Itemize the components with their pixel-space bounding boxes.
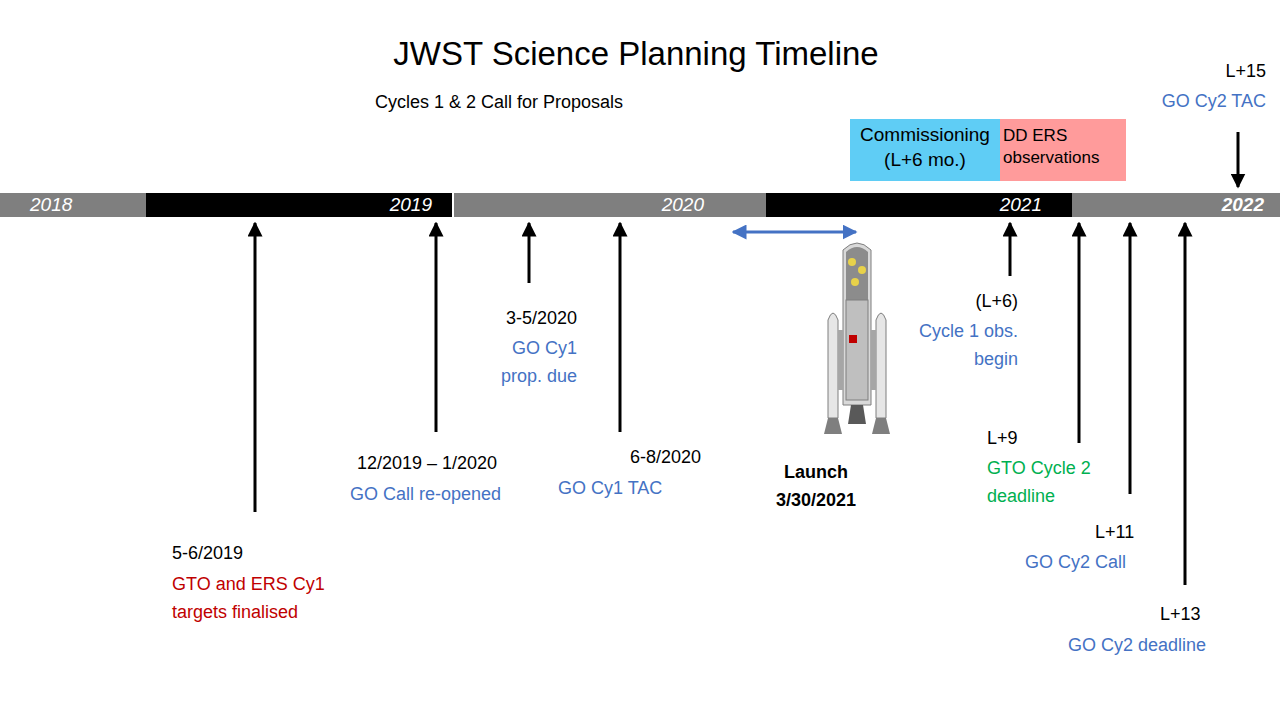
milestone-name: GTO Cycle 2 deadline <box>987 455 1112 511</box>
milestone-name: Cycle 1 obs. begin <box>893 318 1018 374</box>
year-band: 2018 <box>0 193 146 217</box>
milestone-name: GO Cy2 TAC <box>1126 88 1266 116</box>
diagram-title: JWST Science Planning Timeline <box>0 34 1272 74</box>
milestone-name: GO Call re-opened <box>350 481 550 509</box>
milestone-time: 3-5/2020 <box>477 305 577 333</box>
milestone-name: GO Cy1 prop. due <box>487 335 577 391</box>
milestone-time: 12/2019 – 1/2020 <box>357 450 547 478</box>
year-label: 2018 <box>30 193 146 217</box>
milestone-time: L+11 <box>1095 519 1155 547</box>
phase-box: Commissioning (L+6 mo.) <box>850 119 1000 181</box>
launch-window-arrow <box>733 231 856 234</box>
milestone-time: L+9 <box>987 425 1047 453</box>
year-band: 2019 <box>146 193 452 217</box>
year-label: 2022 <box>1072 193 1264 217</box>
year-band: 2022 <box>1072 193 1280 217</box>
milestone-time: 5-6/2019 <box>172 540 272 568</box>
milestone-time: (L+6) <box>938 288 1018 316</box>
milestone-time: L+13 <box>1160 601 1220 629</box>
launch-label: Launch 3/30/2021 <box>766 459 866 515</box>
rocket-illustration <box>824 243 890 434</box>
milestone-name: GO Cy2 Call <box>1025 549 1155 577</box>
phase-box: DD ERS observations <box>1000 119 1126 181</box>
milestone-time: L+15 <box>1186 58 1266 86</box>
year-band: 2021 <box>766 193 1072 217</box>
year-label: 2021 <box>766 193 1042 217</box>
year-label: 2019 <box>146 193 432 217</box>
milestone-name: GO Cy1 TAC <box>558 475 698 503</box>
phase-label: DD ERS observations <box>1003 125 1123 169</box>
year-band: 2020 <box>454 193 766 217</box>
milestone-name: GO Cy2 deadline <box>1026 632 1206 660</box>
milestone-name: GTO and ERS Cy1 targets finalised <box>172 571 340 627</box>
year-label: 2020 <box>454 193 704 217</box>
milestone-time: 6-8/2020 <box>601 444 701 472</box>
subtitle: Cycles 1 & 2 Call for Proposals <box>375 89 705 117</box>
phase-label: Commissioning (L+6 mo.) <box>853 123 997 172</box>
